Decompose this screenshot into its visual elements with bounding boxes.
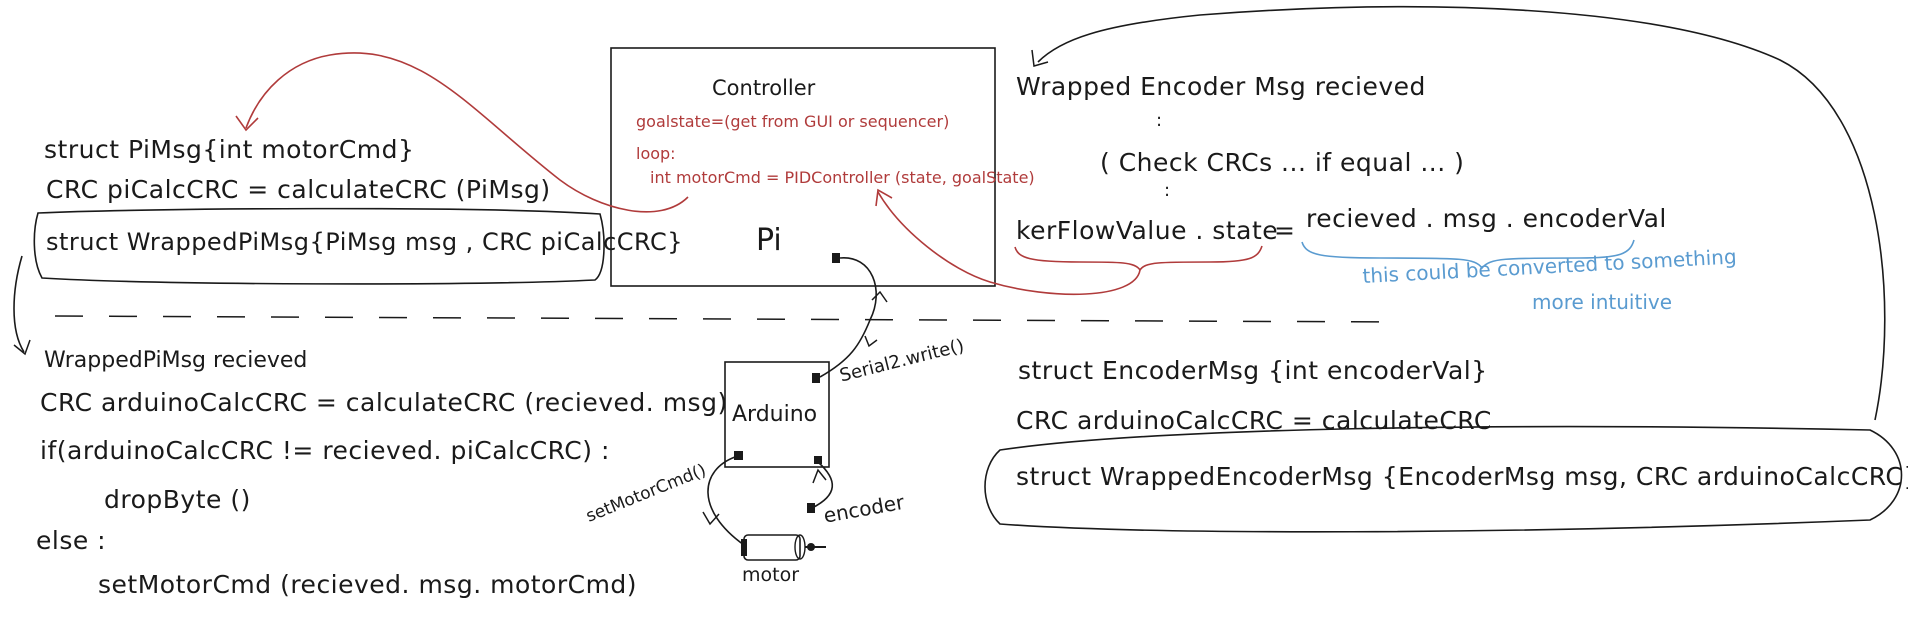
motor-drawing <box>741 534 826 561</box>
red-underline-state <box>1014 245 1263 272</box>
encoder-connection <box>811 461 834 509</box>
red-arrow-state <box>877 191 1141 296</box>
intuitive-note-2: more intuitive <box>1532 290 1673 314</box>
state-assign-left: kerFlowValue . state <box>1016 216 1279 245</box>
wrapped-encoder-recieved: Wrapped Encoder Msg recieved <box>1016 72 1426 101</box>
controller-pid-line: int motorCmd = PIDController (state, goa… <box>650 168 1035 187</box>
encoder-return-loop <box>1037 6 1886 421</box>
dashed-separator <box>54 315 1396 323</box>
arduino-crc-line: CRC arduinoCalcCRC = calculateCRC (recie… <box>40 388 728 417</box>
arduino-port-motor <box>734 451 743 460</box>
if-crc-line: if(arduinoCalcCRC != recieved. piCalcCRC… <box>40 436 610 465</box>
set-motor-connection <box>707 456 745 546</box>
encoder-port <box>807 503 815 513</box>
pi-port <box>832 253 840 263</box>
pi-label: Pi <box>756 223 782 258</box>
wrapped-pimsg-recieved: WrappedPiMsg recieved <box>44 348 308 373</box>
controller-goalstate-line: goalstate=(get from GUI or sequencer) <box>636 112 950 131</box>
encoder-return-arrowhead <box>1031 49 1049 67</box>
motor-label: motor <box>742 564 800 586</box>
serial-arrow-up <box>871 290 888 303</box>
state-assign-right: recieved . msg . encoderVal <box>1306 204 1667 233</box>
controller-loop-line: loop: <box>636 144 676 163</box>
state-assign-equals: = <box>1274 216 1296 245</box>
pimsg-struct-line: struct PiMsg{int motorCmd} <box>44 135 415 164</box>
encoder-crc-line: CRC arduinoCalcCRC = calculateCRC <box>1016 406 1492 435</box>
dots-2: : <box>1164 180 1171 201</box>
drop-byte-line: dropByte () <box>104 485 251 514</box>
red-arrowhead-motorcmd <box>235 115 259 132</box>
red-arrowhead-state <box>875 188 893 207</box>
arduino-box <box>724 361 830 468</box>
encoder-struct-line: struct EncoderMsg {int encoderVal} <box>1018 356 1488 385</box>
blue-brace <box>1301 239 1635 270</box>
red-arrow-motorcmd <box>245 52 689 213</box>
pi-crc-line: CRC piCalcCRC = calculateCRC (PiMsg) <box>46 175 551 204</box>
wrapped-pimsg-outline <box>33 207 605 285</box>
serial-arrow-down <box>864 335 878 348</box>
controller-box <box>610 47 996 287</box>
dots-1: : <box>1156 110 1163 131</box>
set-motor-arrow <box>702 511 720 526</box>
arduino-port-serial <box>812 373 820 383</box>
wrapped-pimsg-line: struct WrappedPiMsg{PiMsg msg , CRC piCa… <box>46 228 684 256</box>
else-line: else : <box>36 526 107 555</box>
check-crcs-line: ( Check CRCs ... if equal ... ) <box>1100 148 1465 177</box>
encoder-arrow <box>812 468 827 484</box>
set-motor-cmd-line: setMotorCmd (recieved. msg. motorCmd) <box>98 570 638 599</box>
wrapped-encoder-outline <box>984 425 1903 533</box>
controller-title: Controller <box>712 76 816 100</box>
pimsg-down-arrowhead <box>13 339 31 356</box>
wrapped-encoder-struct-line: struct WrappedEncoderMsg {EncoderMsg msg… <box>1016 462 1908 491</box>
arduino-label: Arduino <box>732 402 818 427</box>
arduino-port-encoder <box>814 456 822 464</box>
pimsg-down-arrow <box>13 255 25 353</box>
